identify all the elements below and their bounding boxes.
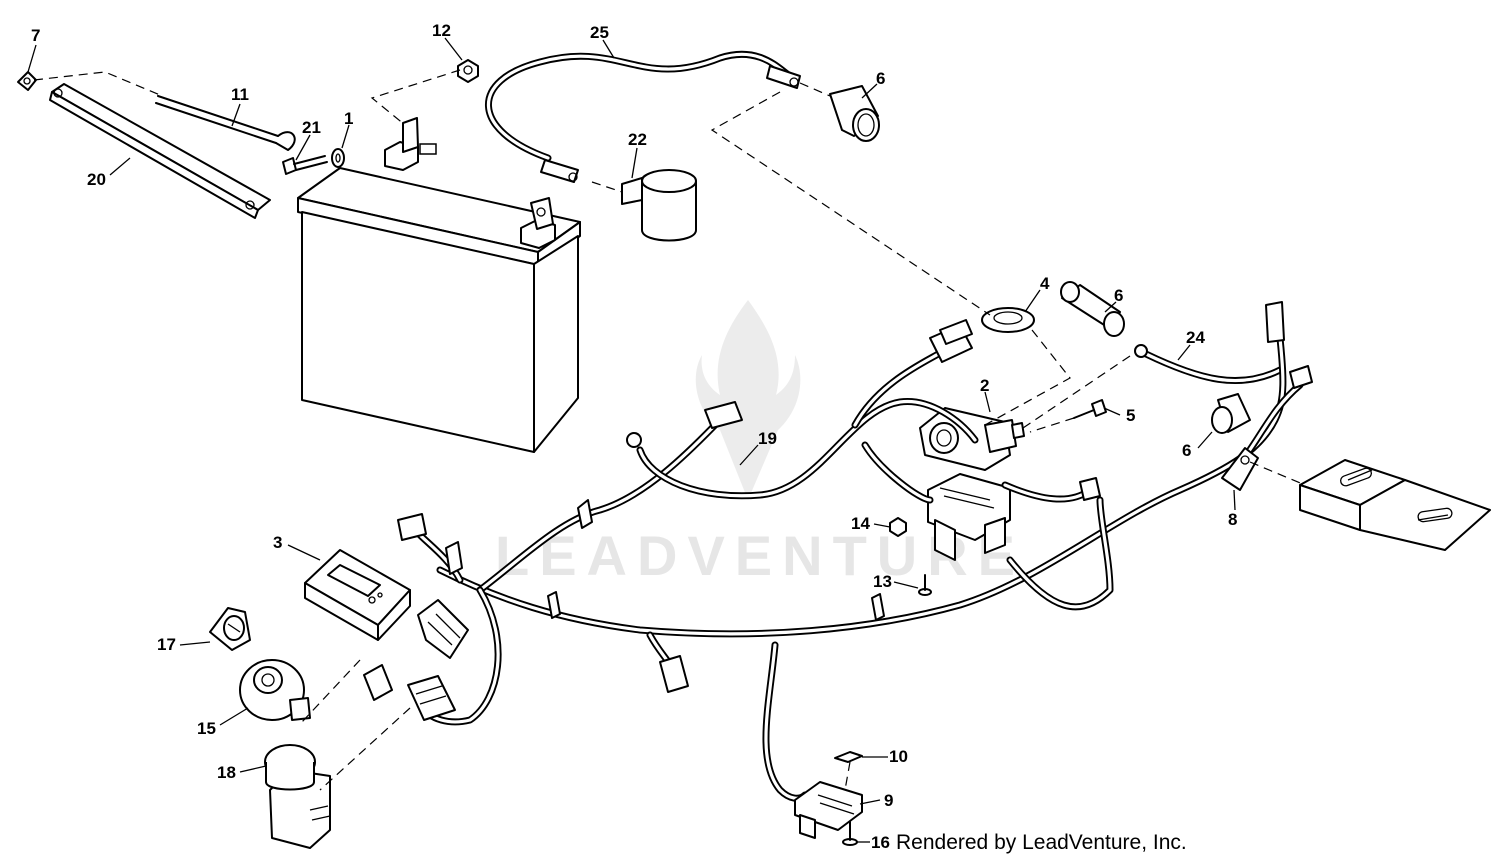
seat-switch <box>794 781 863 839</box>
callout-13: 13 <box>873 572 892 591</box>
callout-21: 21 <box>302 118 321 137</box>
callout-16: 16 <box>871 833 890 852</box>
battery-cable-25 <box>485 50 801 183</box>
washer-1 <box>331 148 345 168</box>
battery-hold-down-bracket <box>49 83 271 219</box>
callout-3: 3 <box>273 533 282 552</box>
callout-2: 2 <box>980 376 989 395</box>
assembly-lines <box>33 69 1306 791</box>
fuse-block <box>927 473 1011 561</box>
callout-18: 18 <box>217 763 236 782</box>
callout-6-top: 6 <box>876 69 885 88</box>
nut-14 <box>889 517 907 537</box>
callout-25: 25 <box>590 23 609 42</box>
callouts: 7 11 21 1 20 12 25 6 22 4 6 24 2 5 6 8 1… <box>31 21 1237 852</box>
callout-17: 17 <box>157 635 176 654</box>
battery <box>297 117 581 453</box>
callout-24: 24 <box>1186 328 1205 347</box>
callout-10: 10 <box>889 747 908 766</box>
leadventure-watermark: LEADVENTURE <box>495 300 1025 587</box>
mounting-bracket <box>1299 459 1491 551</box>
ignition-key <box>209 607 251 651</box>
battery-cable-24 <box>1134 344 1284 385</box>
terminal-boot-6-top <box>829 85 880 142</box>
callout-19: 19 <box>758 429 777 448</box>
bolt-5 <box>1073 399 1107 419</box>
hold-down-rod <box>155 95 296 151</box>
callout-15: 15 <box>197 719 216 738</box>
callout-5: 5 <box>1126 406 1135 425</box>
ignition-switch <box>239 659 311 721</box>
wing-nut <box>17 71 37 91</box>
callout-8: 8 <box>1228 510 1237 529</box>
terminal-boot-6-mid <box>1060 281 1125 337</box>
callout-11: 11 <box>231 85 249 104</box>
callout-6-mid: 6 <box>1114 286 1123 305</box>
callout-22: 22 <box>628 130 647 149</box>
leader-lines <box>27 37 1236 843</box>
callout-12: 12 <box>432 21 451 40</box>
callout-14: 14 <box>851 514 870 533</box>
bolt-21 <box>282 155 328 175</box>
watermark-text: LEADVENTURE <box>495 524 1025 587</box>
terminal-boot-22 <box>621 169 697 242</box>
ignition-connector <box>363 664 456 721</box>
hour-meter-connector <box>417 599 469 659</box>
callout-4: 4 <box>1040 274 1050 293</box>
harness-connectors <box>397 301 1313 693</box>
pto-switch <box>264 744 331 849</box>
plunger-cap-10 <box>834 751 863 763</box>
hour-meter <box>304 549 411 641</box>
callout-1: 1 <box>344 109 353 128</box>
callout-7: 7 <box>31 26 40 45</box>
callout-6-low: 6 <box>1182 441 1191 460</box>
screw-13 <box>918 574 932 596</box>
rendered-by-credit: Rendered by LeadVenture, Inc. <box>896 831 1187 854</box>
callout-20: 20 <box>87 170 106 189</box>
grommet-4 <box>981 307 1035 333</box>
nut-12 <box>457 59 479 83</box>
callout-9: 9 <box>884 791 893 810</box>
